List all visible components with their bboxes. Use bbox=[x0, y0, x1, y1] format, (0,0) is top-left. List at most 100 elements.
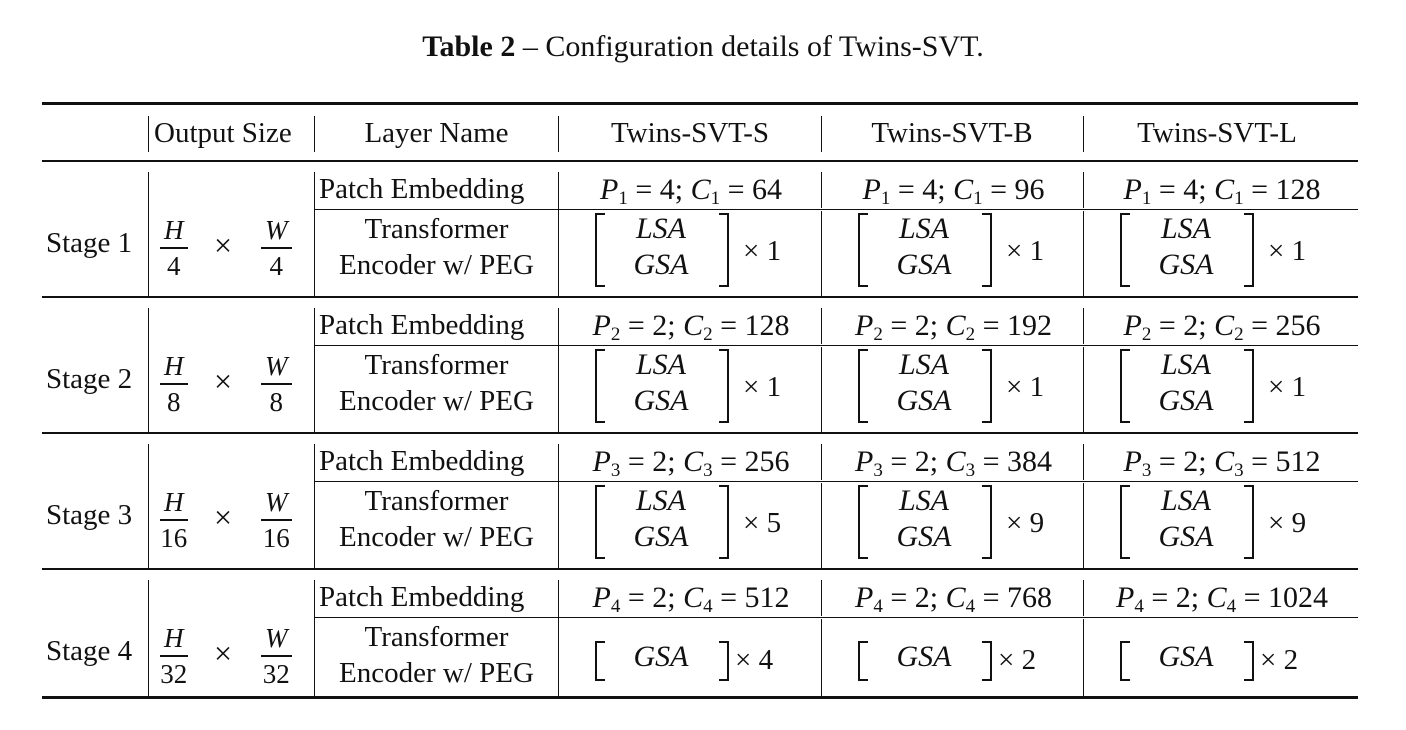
c-symbol: C bbox=[945, 309, 966, 342]
fraction-numerator: W bbox=[265, 487, 288, 517]
c-index: 1 bbox=[710, 188, 721, 209]
attention-stack-bottom: GSA bbox=[896, 520, 952, 553]
p-value: 2 bbox=[914, 445, 930, 478]
p-eq: = bbox=[1151, 445, 1184, 478]
stage-divider-a bbox=[148, 172, 150, 296]
enc-divider-b bbox=[821, 211, 823, 296]
stage-label: Stage 3 bbox=[46, 499, 133, 531]
header-twins-svt-l: Twins-SVT-L bbox=[1137, 117, 1297, 149]
p-index: 4 bbox=[1134, 596, 1144, 617]
c-value: 96 bbox=[1014, 173, 1045, 206]
c-eq: = bbox=[1243, 445, 1276, 478]
c-eq: = bbox=[1243, 309, 1276, 342]
repeat-count: × 1 bbox=[1268, 235, 1307, 267]
bracket-left bbox=[595, 349, 605, 423]
stage-divider-c bbox=[558, 308, 560, 432]
c-value: 256 bbox=[1275, 309, 1321, 342]
stage-label: Stage 1 bbox=[46, 227, 133, 259]
bracket-right bbox=[1244, 641, 1254, 681]
p-eq: = bbox=[882, 445, 915, 478]
fraction-numerator: H bbox=[164, 215, 184, 245]
semicolon: ; bbox=[929, 445, 946, 478]
attention-stack-top: LSA bbox=[1160, 484, 1211, 517]
c-symbol: C bbox=[1214, 173, 1235, 206]
bracket-left bbox=[1120, 641, 1130, 681]
p-index: 4 bbox=[610, 596, 621, 617]
attention-stack-bottom: GSA bbox=[633, 248, 689, 281]
header-divider-e bbox=[1083, 116, 1085, 152]
fraction-bar bbox=[261, 247, 292, 249]
bracket-left bbox=[858, 213, 868, 287]
c-value: 512 bbox=[1275, 445, 1321, 478]
header-divider-a bbox=[148, 116, 150, 152]
bracket-left bbox=[595, 641, 605, 681]
c-index: 1 bbox=[1234, 188, 1244, 209]
bracket-right bbox=[719, 349, 729, 423]
c-eq: = bbox=[975, 309, 1008, 342]
attention-stack-bottom: GSA bbox=[633, 384, 689, 417]
repeat-count: × 1 bbox=[1268, 371, 1307, 403]
repeat-count: × 1 bbox=[1006, 371, 1045, 403]
p-index: 3 bbox=[610, 460, 621, 481]
c-value: 1024 bbox=[1268, 581, 1329, 614]
semicolon: ; bbox=[667, 581, 684, 614]
enc-divider-b bbox=[821, 483, 823, 568]
stage-divider-c bbox=[558, 580, 560, 697]
pe-divider-b bbox=[821, 172, 823, 208]
p-index: 1 bbox=[880, 188, 891, 209]
c-eq: = bbox=[1243, 173, 1276, 206]
encoder-line-2: Encoder w/ PEG bbox=[339, 657, 534, 689]
header-output-size: Output Size bbox=[154, 117, 292, 149]
pe-divider-b bbox=[821, 308, 823, 344]
attention-stack-bottom: GSA bbox=[1158, 248, 1214, 281]
repeat-count: × 9 bbox=[1006, 507, 1045, 539]
p-value: 2 bbox=[652, 581, 668, 614]
header-twins-svt-b: Twins-SVT-B bbox=[871, 117, 1033, 149]
c-value: 192 bbox=[1007, 309, 1053, 342]
bracket-right bbox=[719, 641, 729, 681]
semicolon: ; bbox=[1198, 309, 1215, 342]
fraction-denominator: 16 bbox=[262, 522, 290, 553]
header-rule bbox=[42, 160, 1358, 162]
patch-params: P3 = 2; C3 = 384 bbox=[830, 445, 1077, 482]
p-eq: = bbox=[620, 581, 653, 614]
fraction-denominator: 8 bbox=[269, 386, 284, 417]
patch-params: P1 = 4; C1 = 96 bbox=[830, 173, 1077, 210]
stage-divider-b bbox=[314, 444, 316, 568]
p-eq: = bbox=[1151, 173, 1184, 206]
patch-params: P4 = 2; C4 = 1024 bbox=[1092, 581, 1352, 618]
attention-stack-top: LSA bbox=[1160, 348, 1211, 381]
fraction-bar bbox=[261, 383, 292, 385]
c-eq: = bbox=[720, 173, 753, 206]
c-symbol: C bbox=[945, 445, 966, 478]
fraction-numerator: H bbox=[164, 623, 184, 653]
c-eq: = bbox=[1236, 581, 1269, 614]
repeat-count: × 2 bbox=[998, 644, 1037, 676]
c-index: 2 bbox=[1234, 324, 1244, 345]
bracket-right bbox=[982, 213, 992, 287]
stage-divider-a bbox=[148, 580, 150, 697]
table-caption: Table 2 – Configuration details of Twins… bbox=[0, 30, 1406, 64]
header-divider-b bbox=[314, 116, 316, 152]
p-value: 2 bbox=[1183, 309, 1199, 342]
bracket-left bbox=[858, 641, 868, 681]
repeat-count: × 9 bbox=[1268, 507, 1307, 539]
stage-label: Stage 4 bbox=[46, 635, 133, 667]
bracket-left bbox=[595, 485, 605, 559]
multiply-sign: × bbox=[214, 635, 233, 671]
p-eq: = bbox=[882, 581, 915, 614]
p-index: 1 bbox=[618, 188, 628, 209]
pe-divider-c bbox=[1083, 580, 1085, 616]
stage-divider-c bbox=[558, 172, 560, 296]
c-symbol: C bbox=[1214, 445, 1235, 478]
enc-divider-c bbox=[1083, 483, 1085, 568]
semicolon: ; bbox=[929, 309, 946, 342]
multiply-sign: × bbox=[214, 499, 233, 535]
layer-patch-embedding: Patch Embedding bbox=[319, 445, 525, 477]
fraction-numerator: W bbox=[265, 215, 288, 245]
